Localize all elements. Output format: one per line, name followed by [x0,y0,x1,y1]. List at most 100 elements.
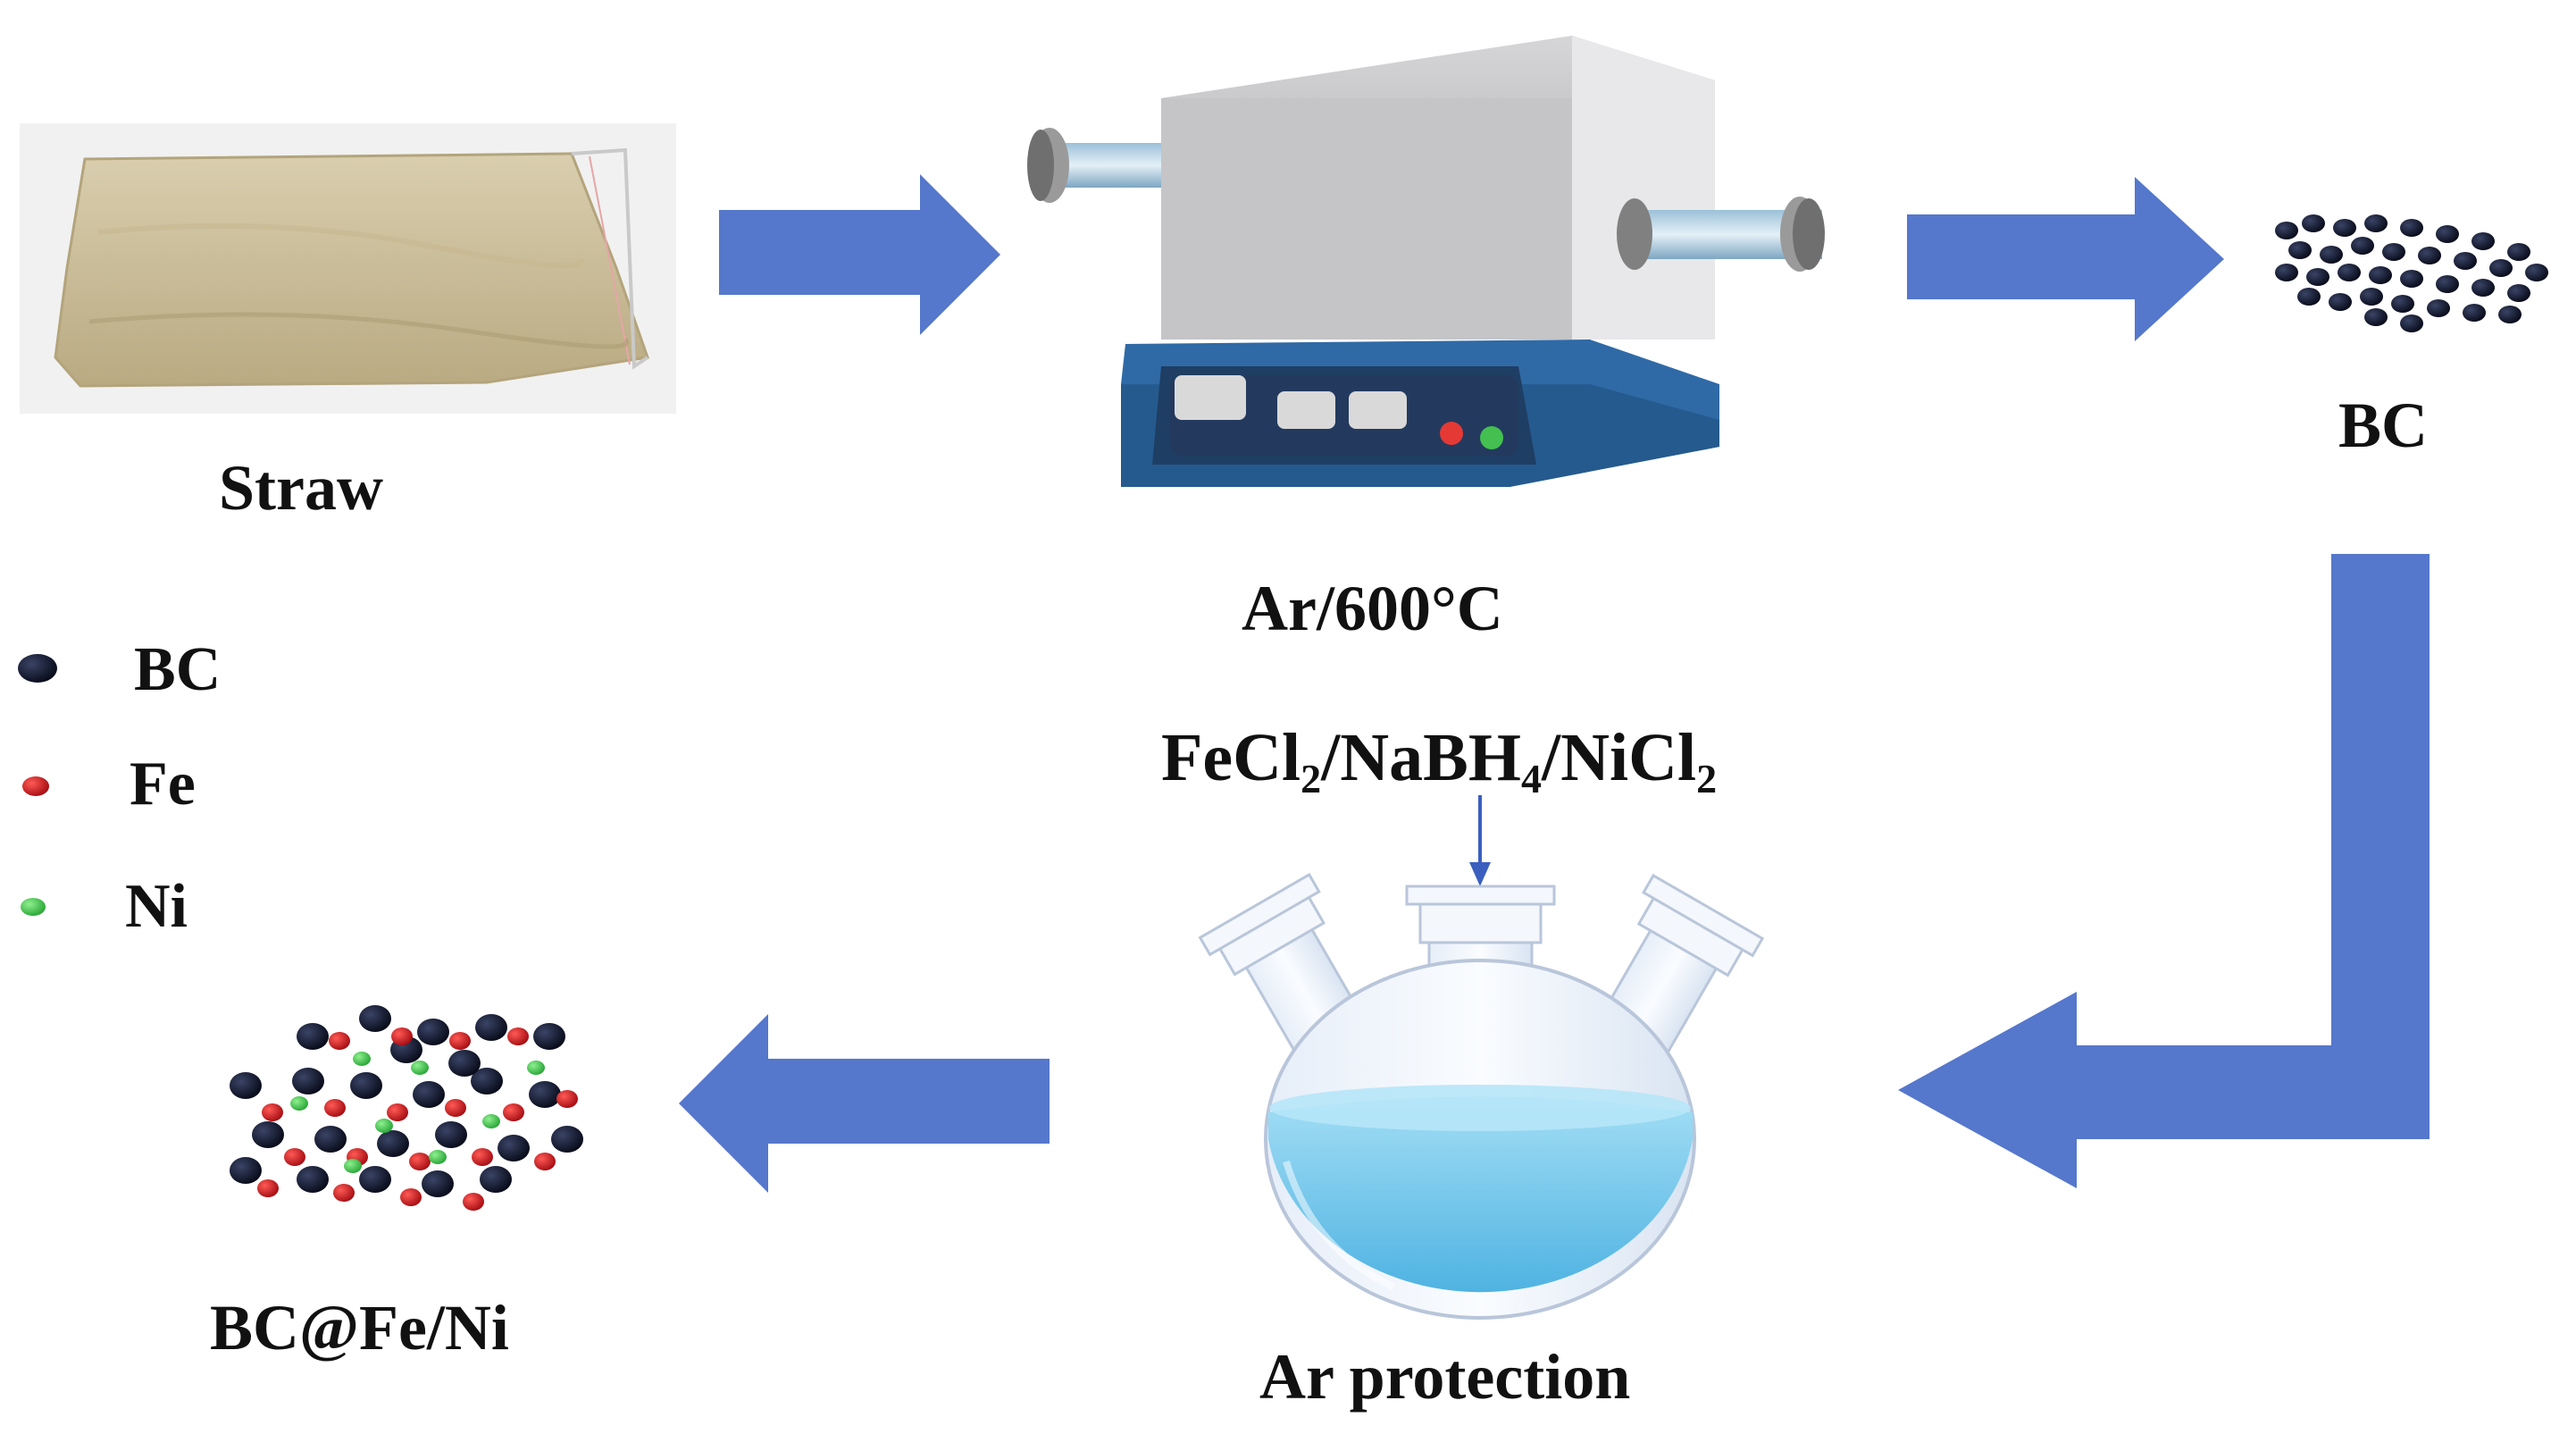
fe-particle [333,1184,355,1202]
bc-particle [230,1157,262,1184]
bc-particle [435,1121,467,1148]
bc-particles-icon [2275,214,2548,332]
bc-particle [2364,214,2388,232]
bc-particle [2275,222,2298,239]
bc-particle [498,1135,530,1161]
bc-particle [2471,232,2495,250]
bc-particle [551,1126,583,1153]
bc-particle [471,1068,503,1094]
bc-particle [2333,219,2356,237]
ni-particle [375,1119,393,1133]
bc-particle [2320,246,2343,264]
reagent-fecl: FeCl [1161,720,1301,795]
bc-particle [2427,299,2450,317]
bc-particle [475,1014,507,1041]
fe-particle [324,1099,346,1117]
bc-particle [2364,308,2388,326]
fe-particle [445,1099,466,1117]
arrow-to-bc [1907,177,2224,341]
fe-particle [449,1032,471,1050]
bc-particle [2507,284,2530,302]
arrow-to-product [679,1014,1050,1193]
bc-particle [297,1166,329,1193]
bc-particle [252,1121,284,1148]
bc-particle [2297,288,2321,306]
bc-particle [480,1166,512,1193]
bc-particle [2369,266,2392,284]
fe-particle [556,1090,578,1108]
fe-particle [507,1027,529,1045]
flask-condition-label: Ar protection [1259,1341,1631,1413]
bc-particle [2463,304,2486,322]
fe-particle [472,1148,493,1166]
tube-furnace-icon [1027,36,1825,487]
legend-ni-label: Ni [125,872,188,941]
bc-particle [314,1126,347,1153]
bc-particle [359,1005,391,1032]
bc-particle [2275,264,2298,281]
bc-particle [359,1166,391,1193]
legend-fe-label: Fe [130,750,196,818]
fe-particle [391,1027,413,1045]
bc-particle [2436,225,2459,243]
ni-particle [411,1061,429,1075]
bc-particle [2400,270,2423,288]
ni-particle [527,1061,545,1075]
reagent-nabh-sub: 4 [1520,756,1542,801]
legend-fe-dot [22,776,49,796]
straw-label: Straw [219,452,383,524]
ni-particle [482,1114,500,1128]
arrow-to-furnace [719,174,1000,335]
bc-particle [2360,288,2383,306]
bc-particle [529,1081,561,1108]
bc-particle [2507,243,2530,261]
bc-particle [377,1130,409,1157]
bc-particle [292,1068,324,1094]
bc-particle [422,1170,454,1197]
legend-bc-label: BC [134,635,222,704]
ni-particle [290,1096,308,1111]
bc-particle [2382,243,2405,261]
bc-particle [2391,295,2414,313]
bc-particle [413,1081,445,1108]
product-label: BC@Fe/Ni [210,1292,509,1363]
bc-particle [2329,293,2352,311]
bc-particle [2400,219,2423,237]
reagent-fecl-sub: 2 [1301,756,1322,801]
bc-particle [2302,214,2325,232]
straw-bag-photo [20,123,676,414]
bc-particle [297,1023,329,1050]
bc-particle [2288,241,2312,259]
fe-particle [262,1103,283,1121]
fe-particle [400,1188,422,1206]
reagent-arrow [1469,795,1491,886]
fe-particle [387,1103,408,1121]
bc-particle [2436,275,2459,293]
arrow-to-flask [1898,554,2430,1188]
fe-particle [503,1103,524,1121]
bc-particle [2418,247,2441,264]
bc-label: BC [2338,390,2429,461]
bc-fe-ni-particles-icon [230,1005,583,1211]
bc-particle [533,1023,565,1050]
reagent-nicl: /NiCl [1541,720,1697,795]
bc-particle [2338,264,2361,281]
reagent-formula: FeCl2/NaBH4/NiCl2 [1161,719,1717,802]
legend-ni-dot [21,898,46,916]
bc-particle [2400,314,2423,332]
bc-particle [350,1072,382,1099]
ni-particle [344,1159,362,1173]
bc-particle [2351,237,2374,255]
fe-particle [463,1193,484,1211]
bc-particle [2454,252,2477,270]
fe-particle [409,1153,431,1170]
fe-particle [329,1032,350,1050]
bc-particle [2471,279,2495,297]
fe-particle [257,1179,279,1197]
bc-particle [230,1072,262,1099]
three-neck-flask-icon [1198,872,1765,1320]
bc-particle [417,1019,449,1045]
reagent-nabh: /NaBH [1321,720,1521,795]
reagent-nicl-sub: 2 [1696,756,1718,801]
